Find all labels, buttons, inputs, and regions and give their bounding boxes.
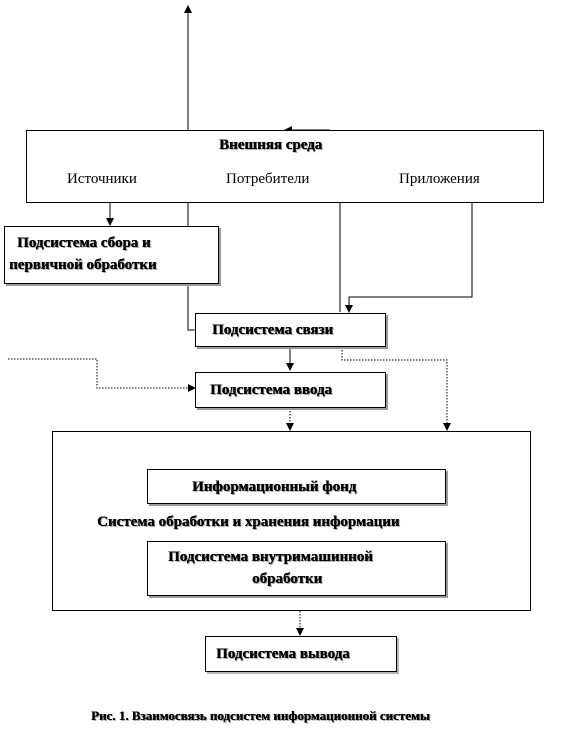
connector-applications-to-communication <box>345 203 473 313</box>
processing-system-label: Система обработки и хранения информации <box>97 514 400 530</box>
info-fund-label: Информационный фонд <box>192 479 357 495</box>
external-consumers-label: Потребители <box>226 171 310 187</box>
external-sources-label: Источники <box>67 171 137 187</box>
connector-left-to-input <box>8 358 196 392</box>
figure-caption: Рис. 1. Взаимосвязь подсистем информацио… <box>91 708 430 723</box>
collection-subsystem-line2: первичной обработки <box>9 257 157 273</box>
input-subsystem-label: Подсистема ввода <box>210 382 332 398</box>
collection-subsystem-line1: Подсистема сбора и <box>17 235 151 251</box>
external-environment-title: Внешняя среда <box>219 137 323 153</box>
internal-processing-box: Подсистема внутримашинной обработки <box>147 541 446 596</box>
communication-subsystem-label: Подсистема связи <box>212 322 334 338</box>
connector-communication-to-top <box>184 5 195 331</box>
collection-subsystem-box: Подсистема сбора и первичной обработки <box>4 226 219 284</box>
input-subsystem-box: Подсистема ввода <box>195 372 386 408</box>
external-environment-box: Внешняя среда Источники Потребители Прил… <box>26 130 544 203</box>
connector-communication-to-processing <box>341 347 451 431</box>
info-fund-box: Информационный фонд <box>147 469 446 504</box>
communication-subsystem-box: Подсистема связи <box>195 313 386 347</box>
internal-processing-line1: Подсистема внутримашинной <box>168 549 373 565</box>
output-subsystem-box: Подсистема вывода <box>205 636 397 672</box>
external-applications-label: Приложения <box>399 171 480 187</box>
internal-processing-line2: обработки <box>252 571 323 587</box>
output-subsystem-label: Подсистема вывода <box>216 646 350 662</box>
